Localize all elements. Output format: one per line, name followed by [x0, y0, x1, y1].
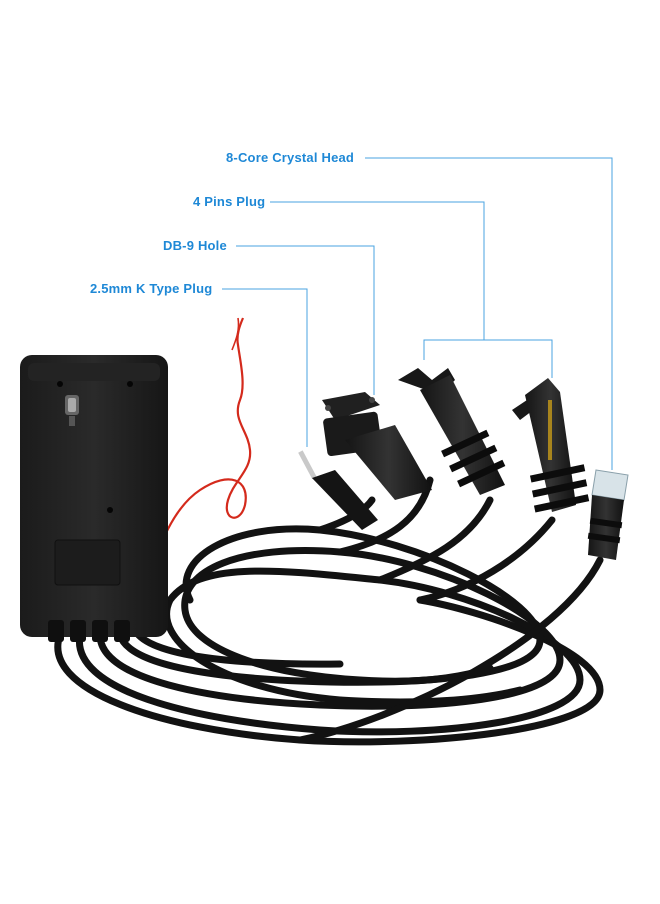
leader-k-type: [222, 288, 308, 447]
leader-four-pins: [270, 201, 485, 360]
db9-connector: [322, 392, 432, 500]
four-pins-plug-right: [512, 378, 590, 513]
leader-db9: [236, 245, 375, 395]
red-wire: [136, 317, 252, 631]
cable-coils: [54, 525, 604, 746]
connector-leads: [296, 476, 604, 744]
interface-box: [20, 355, 168, 642]
leader-lines: [222, 157, 613, 470]
label-crystal-head: 8-Core Crystal Head: [226, 150, 355, 165]
label-four-pins: 4 Pins Plug: [193, 194, 266, 209]
four-pins-plug-left: [398, 368, 506, 495]
leader-crystal-head: [365, 157, 613, 470]
label-k-type: 2.5mm K Type Plug: [90, 281, 213, 296]
k-type-plug: [298, 450, 378, 530]
leader-four-pins-branch: [484, 339, 553, 378]
label-db9: DB-9 Hole: [163, 238, 227, 253]
crystal-head-plug: [587, 469, 629, 560]
